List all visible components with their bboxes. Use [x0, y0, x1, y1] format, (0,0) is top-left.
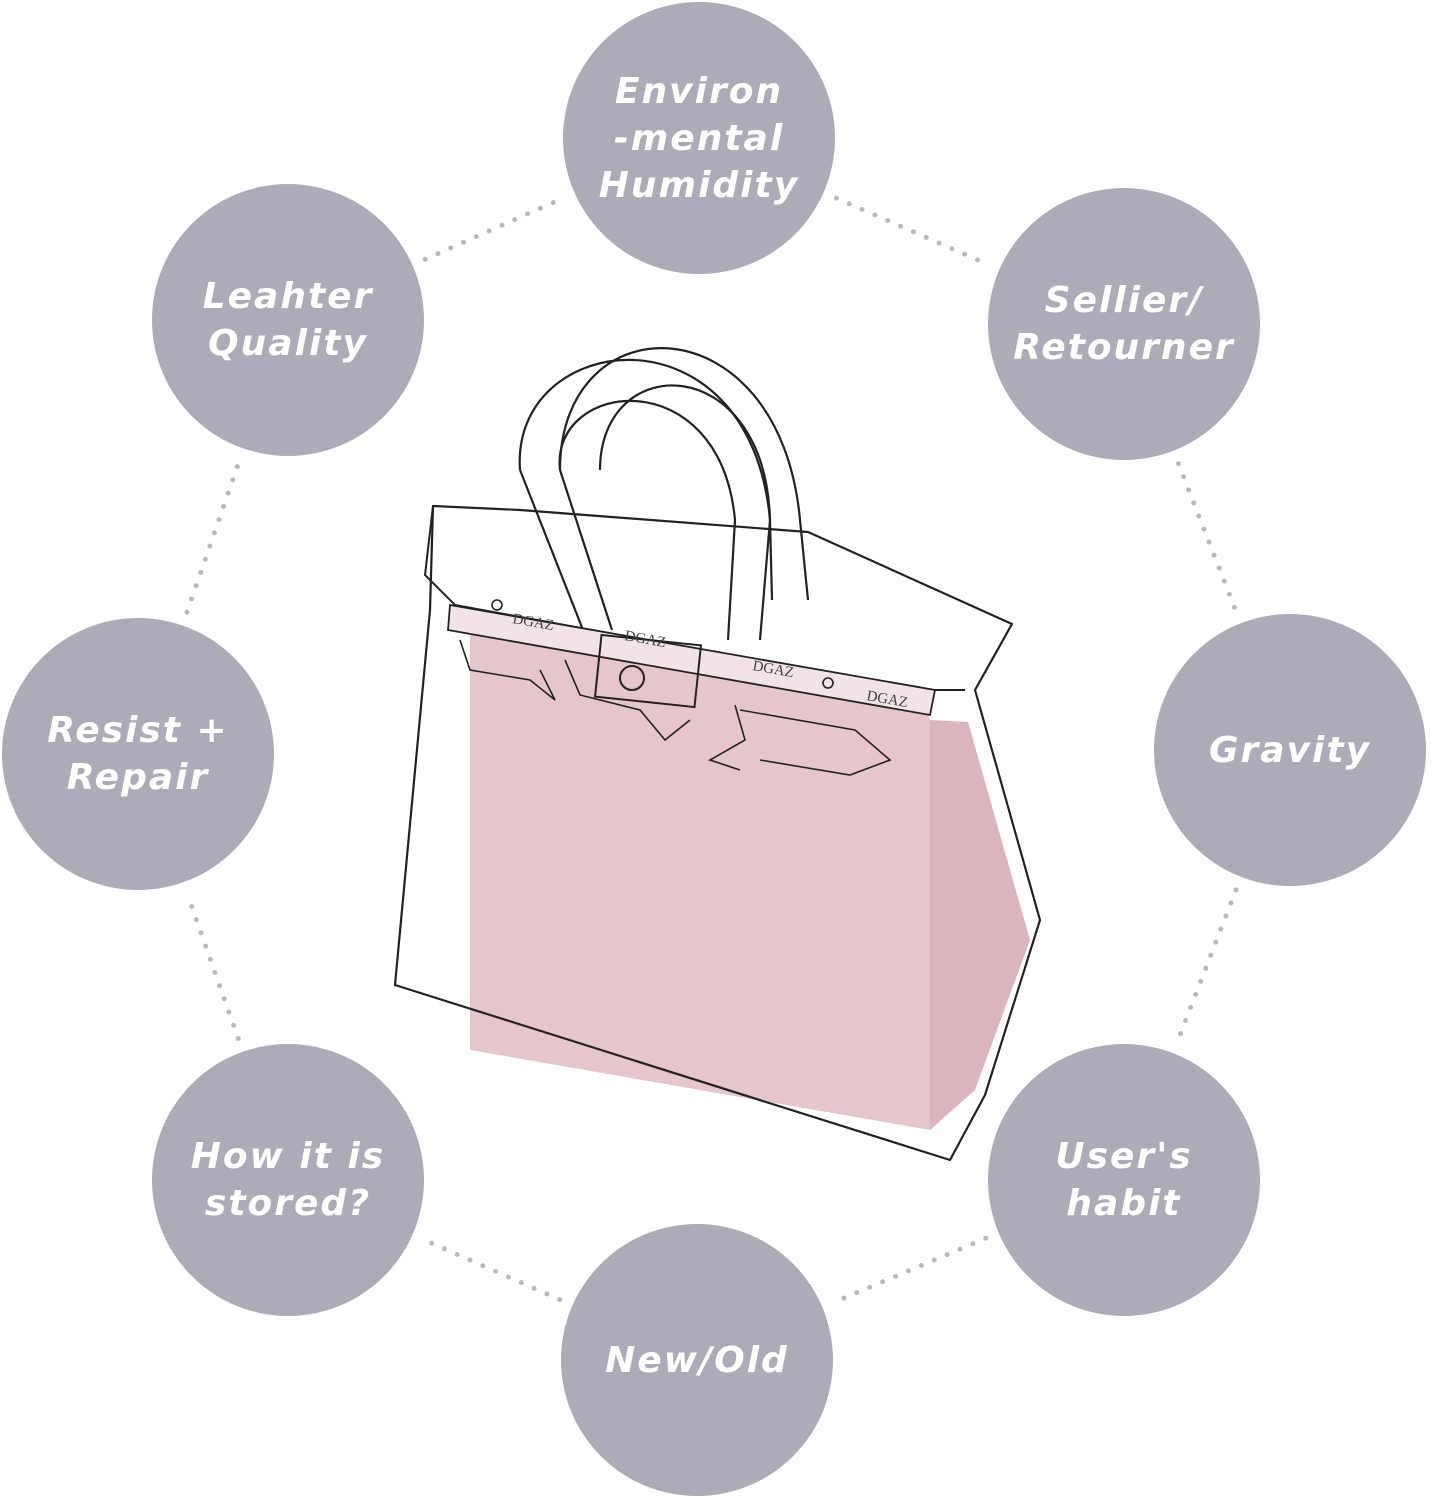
dotted-connector [185, 892, 241, 1042]
factor-circle-gravity: Gravity [1154, 614, 1426, 886]
dotted-connector [1175, 461, 1239, 613]
dotted-connector [833, 195, 990, 267]
factor-label-line: habit [1066, 1183, 1182, 1224]
dotted-connector [422, 196, 565, 262]
factor-label-line: stored? [204, 1183, 372, 1224]
factor-circle-sellier: Sellier/ Retourner [988, 188, 1260, 460]
dotted-connector [184, 459, 242, 615]
factor-label-line: Resist + [47, 710, 229, 751]
factor-circle-age: New/Old [561, 1224, 833, 1496]
bag-brand-mark: DGAZ [511, 611, 555, 634]
bag-handle-front [518, 358, 772, 641]
factor-label-line: Environ [614, 70, 784, 112]
dotted-connector [1175, 887, 1239, 1043]
factor-circle-habit: User's habit [988, 1044, 1260, 1316]
bag-handle-back [558, 347, 810, 601]
factor-label-line: Quality [208, 323, 368, 364]
factor-label-line: Sellier/ [1044, 280, 1204, 321]
factor-label-line: User's [1055, 1136, 1193, 1177]
dotted-connector [832, 1235, 989, 1305]
factor-label-line: Repair [66, 757, 210, 798]
bag-insert-side [930, 720, 1030, 1130]
factor-label-line: Leahter [202, 276, 374, 317]
bag-brand-mark: DGAZ [623, 628, 667, 651]
factor-label-line: Gravity [1208, 729, 1372, 771]
factor-label-line: -mental [613, 117, 785, 159]
factor-circle-leather: Leahter Quality [152, 184, 424, 456]
factor-circle-storage: How it is stored? [152, 1044, 424, 1316]
factor-circle-repair: Resist + Repair [2, 618, 274, 890]
factor-label-line: How it is [190, 1136, 386, 1177]
factor-label-line: Retourner [1013, 327, 1235, 368]
factor-label-line: New/Old [605, 1339, 789, 1381]
factor-label-line: Humidity [598, 164, 800, 206]
bag-brand-mark: DGAZ [865, 688, 909, 711]
bag-outline [393, 504, 1042, 1162]
bag-insert-front [470, 614, 930, 1130]
bag-turn-lock [593, 633, 703, 709]
bag-brand-mark: DGAZ [751, 658, 795, 681]
factor-circle-humidity: Environ -mental Humidity [563, 2, 835, 274]
bag-strap-bar [447, 603, 937, 717]
